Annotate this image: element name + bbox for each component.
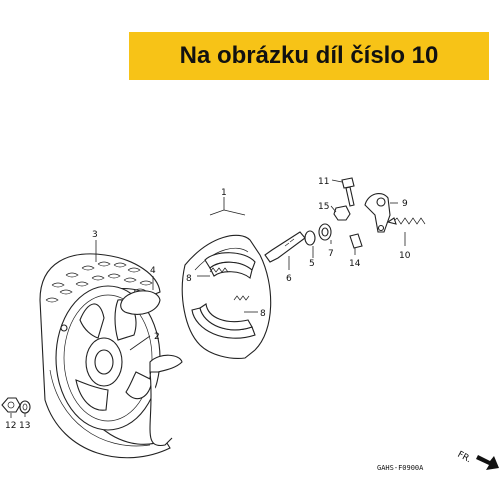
callout-6: 6 bbox=[286, 274, 292, 284]
callout-7: 7 bbox=[328, 249, 334, 259]
callout-8-upper: 8 bbox=[186, 274, 192, 284]
brake-shoes bbox=[191, 252, 256, 339]
callout-4: 4 bbox=[150, 266, 156, 276]
inner-tube bbox=[120, 290, 183, 447]
callout-10: 10 bbox=[399, 251, 411, 261]
leader-lines bbox=[10, 179, 406, 418]
callout-14: 14 bbox=[349, 259, 361, 269]
callout-5: 5 bbox=[309, 259, 315, 269]
diagram-code: GAHS-F0900A bbox=[377, 464, 424, 472]
callout-11: 11 bbox=[318, 177, 329, 187]
axle-nut bbox=[1, 397, 21, 413]
banner-text: Na obrázku díl číslo 10 bbox=[179, 42, 439, 69]
part-number-banner: Na obrázku díl číslo 10 bbox=[129, 32, 489, 80]
bolt-nut-collar bbox=[333, 177, 363, 249]
axle-washer bbox=[19, 400, 31, 414]
brake-arm bbox=[364, 192, 391, 233]
seal-and-washer bbox=[304, 223, 332, 246]
callout-15: 15 bbox=[318, 202, 329, 212]
callout-8-lower: 8 bbox=[260, 309, 266, 319]
front-arrow-icon bbox=[476, 455, 499, 470]
front-direction-indicator: FR. bbox=[456, 450, 499, 470]
callout-1: 1 bbox=[221, 188, 227, 198]
front-label: FR. bbox=[456, 450, 473, 465]
callout-2: 2 bbox=[154, 332, 160, 342]
callout-13: 13 bbox=[19, 421, 30, 431]
brake-cam bbox=[264, 231, 306, 263]
callout-3: 3 bbox=[92, 230, 98, 240]
brake-arm-spring bbox=[386, 217, 426, 225]
callout-12: 12 bbox=[5, 421, 16, 431]
callout-9: 9 bbox=[402, 199, 408, 209]
